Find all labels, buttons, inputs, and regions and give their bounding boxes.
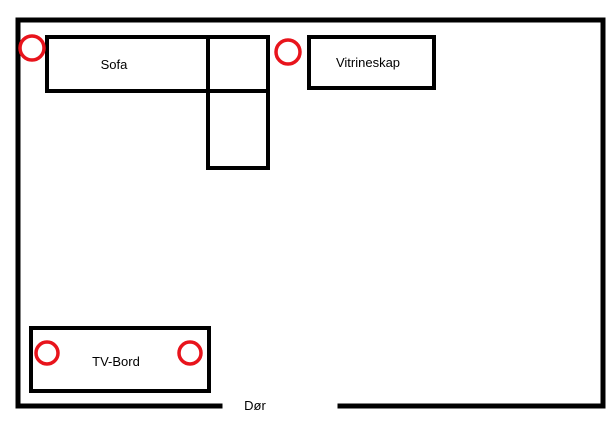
sofa-corner-section (206, 35, 270, 93)
marker-between-sofa-cabinet (274, 38, 302, 66)
sofa-main-section (45, 35, 210, 93)
room-walls (15, 17, 606, 409)
display-cabinet: Vitrineskap (307, 35, 436, 90)
sofa: Sofa (45, 35, 270, 170)
tv-stand-label: TV-Bord (92, 354, 140, 369)
sofa-chaise-section (206, 89, 270, 170)
markers (18, 34, 302, 366)
sofa-label: Sofa (101, 57, 129, 72)
display-cabinet-box (307, 35, 436, 90)
marker-tv-stand-right (177, 340, 203, 366)
door-label: Dør (244, 398, 266, 413)
marker-tv-stand-left (34, 340, 60, 366)
tv-stand-box (29, 326, 211, 393)
tv-stand: TV-Bord (29, 326, 211, 393)
marker-sofa-corner (18, 34, 46, 62)
display-cabinet-label: Vitrineskap (336, 55, 400, 70)
